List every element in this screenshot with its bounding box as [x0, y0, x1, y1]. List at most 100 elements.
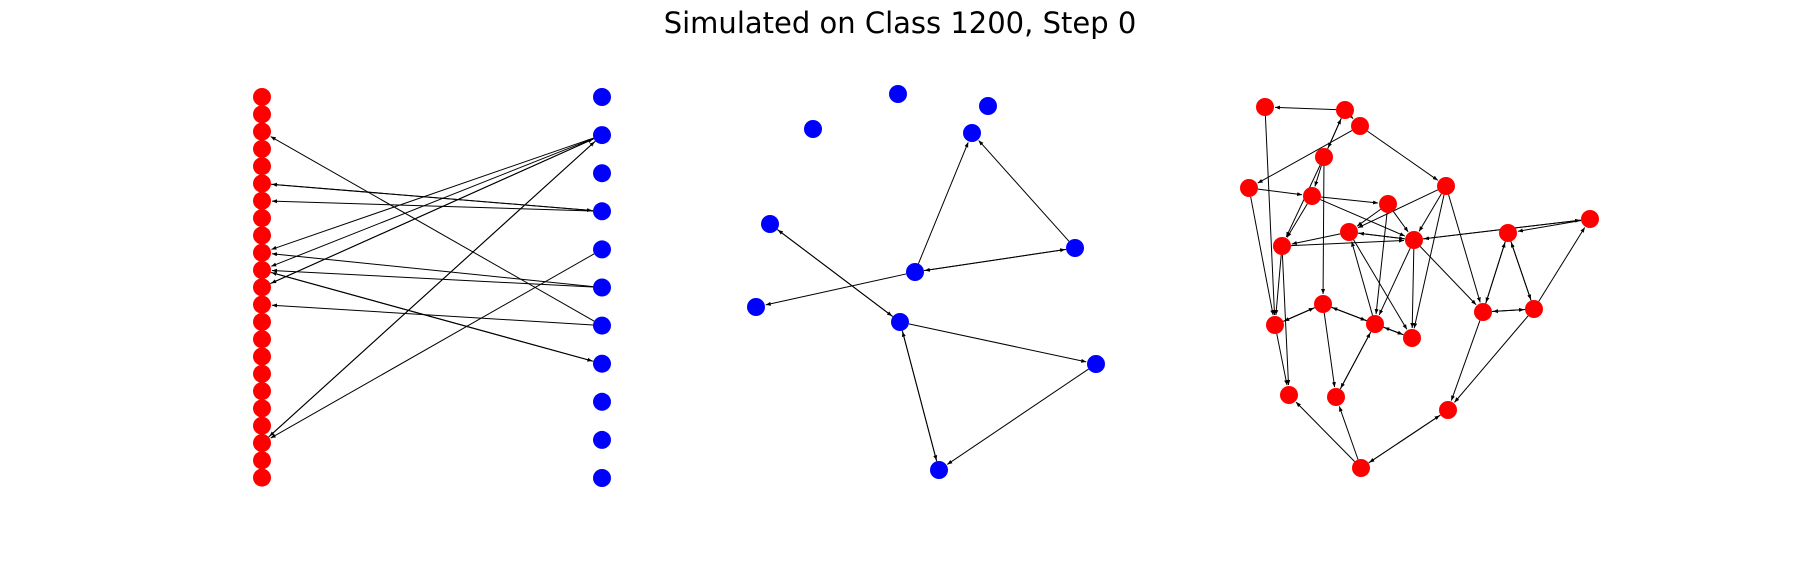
red-graph-node: [1437, 177, 1455, 195]
red-graph-edge: [1323, 312, 1336, 388]
bipartite-node: [253, 382, 271, 401]
bipartite-node: [253, 122, 271, 141]
red-graph-node: [1405, 231, 1423, 249]
bipartite-node: [253, 105, 271, 124]
bipartite-edge: [271, 268, 594, 288]
blue-graph-edge: [765, 273, 907, 306]
bipartite-node: [253, 295, 271, 314]
red-graph-edge: [1410, 248, 1415, 329]
red-graph-edge: [1290, 238, 1405, 247]
red-graph-node: [1352, 459, 1370, 477]
blue-graph-edge: [917, 142, 969, 264]
blue-graph-edge: [901, 331, 938, 462]
red-graph-edge: [1413, 194, 1445, 329]
red-graph-edge: [1283, 307, 1315, 322]
red-graph-node: [1273, 237, 1291, 255]
bipartite-edge: [268, 141, 595, 438]
blue-graph-node: [804, 120, 822, 138]
red-graph-edge: [1448, 194, 1481, 303]
red-graph-edge: [1510, 242, 1532, 301]
red-graph-node: [1315, 148, 1333, 166]
bipartite-node: [253, 347, 271, 366]
blue-graph-edge: [908, 323, 1087, 363]
red-graph-edge: [1286, 203, 1308, 238]
red-graph-node: [1240, 179, 1258, 197]
bipartite-node: [593, 240, 611, 259]
bipartite-node: [253, 312, 271, 331]
bipartite-node: [253, 191, 271, 210]
bipartite-graph-panel: [253, 88, 611, 487]
red-graph-node: [1256, 98, 1274, 116]
bipartite-node: [593, 278, 611, 297]
red-graph-node: [1403, 329, 1421, 347]
red-graph-edge: [1358, 231, 1406, 240]
red-graph-node: [1379, 195, 1397, 213]
red-graph-edge: [1348, 113, 1354, 120]
red-graph-edge: [1320, 199, 1406, 237]
bipartite-edge: [270, 138, 594, 285]
bipartite-node: [253, 157, 271, 176]
bipartite-node: [593, 430, 611, 449]
red-graph-edge: [1257, 129, 1353, 184]
figure-title: Simulated on Class 1200, Step 0: [663, 6, 1137, 40]
bipartite-node: [253, 468, 271, 487]
red-graph-node: [1474, 303, 1492, 321]
bipartite-edge: [271, 137, 594, 250]
red-graph-edge: [1374, 212, 1388, 315]
blue-graph-edge: [924, 248, 1067, 272]
bipartite-node: [253, 243, 271, 262]
red-graph-node: [1340, 223, 1358, 241]
bipartite-node: [253, 364, 271, 383]
bipartite-edge: [270, 136, 595, 322]
bipartite-node: [593, 354, 611, 373]
red-graph-edge: [1450, 320, 1481, 401]
red-graph-edge: [1351, 241, 1374, 316]
red-graph-edge: [1357, 189, 1439, 229]
red-graph-node: [1366, 315, 1384, 333]
red-graph-node: [1336, 101, 1354, 119]
red-graph-edge: [1281, 254, 1291, 386]
bipartite-node: [253, 278, 271, 297]
bipartite-edge: [271, 252, 594, 288]
red-graph-edge: [1338, 406, 1359, 460]
red-graph-edge: [1369, 414, 1441, 463]
red-graph-node: [1439, 401, 1457, 419]
red-graph-edge: [1538, 227, 1586, 302]
blue-graph-node: [891, 313, 909, 331]
bipartite-edge: [271, 182, 594, 212]
red-graph-node: [1351, 117, 1369, 135]
red-graph-edge: [1356, 208, 1381, 227]
red-graph-edge: [1314, 165, 1322, 187]
bipartite-node: [593, 88, 611, 106]
bipartite-node: [253, 330, 271, 349]
red-graph-node: [1266, 316, 1284, 334]
red-graph-node: [1581, 210, 1599, 228]
bipartite-node: [253, 434, 271, 452]
blue-graph-node: [906, 263, 924, 281]
red-graph-edge: [1274, 105, 1337, 111]
red-graph-edge: [1419, 246, 1477, 306]
red-graph-edge: [1264, 115, 1277, 316]
red-graph-node: [1280, 386, 1298, 404]
red-graph-node: [1303, 187, 1321, 205]
bipartite-node: [593, 164, 611, 183]
bipartite-node: [593, 392, 611, 411]
bipartite-node: [593, 126, 611, 145]
red-graph-edge: [1392, 211, 1409, 233]
red-graph-edge: [1367, 130, 1439, 181]
red-graph-node: [1525, 300, 1543, 318]
red-graph-edge: [1285, 164, 1321, 238]
red-graph-edge: [1378, 247, 1411, 316]
blue-graph-edge: [978, 140, 1070, 242]
red-graph-node: [1327, 388, 1345, 406]
red-graph-node: [1499, 224, 1517, 242]
bipartite-edge: [271, 199, 594, 212]
bipartite-node: [253, 174, 271, 193]
red-graph-edge: [1321, 165, 1326, 295]
bipartite-node: [593, 469, 611, 487]
bipartite-node: [253, 261, 271, 279]
red-graph-panel: [1240, 98, 1599, 477]
blue-graph-node: [1087, 355, 1105, 373]
bipartite-edge: [271, 303, 594, 326]
